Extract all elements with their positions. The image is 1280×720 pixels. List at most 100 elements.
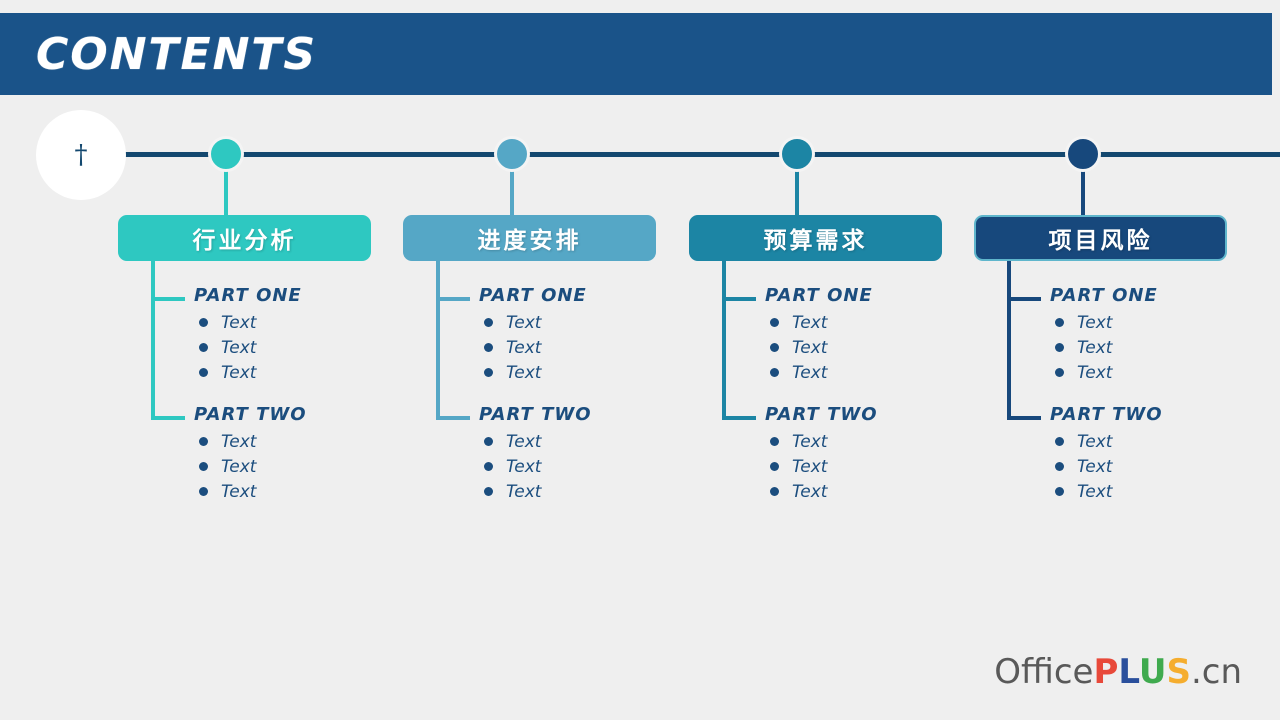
bullet-text: Text: [221, 431, 257, 452]
list-item[interactable]: Text: [194, 454, 424, 479]
list-item[interactable]: Text: [1050, 335, 1280, 360]
section-pill-label: 项目风险: [1048, 228, 1153, 254]
list-item[interactable]: Text: [1050, 454, 1280, 479]
section-pill-3[interactable]: 预算需求: [689, 215, 942, 261]
timeline-connector-1: [224, 168, 228, 218]
bullet-dot-icon: [1055, 437, 1064, 446]
bullet-text: Text: [506, 312, 542, 333]
page-title: CONTENTS: [36, 28, 318, 80]
tree-branch-stub-2: [436, 416, 470, 420]
tree-branch-stub-1: [151, 297, 185, 301]
bullet-dot-icon: [199, 487, 208, 496]
section-pill-4[interactable]: 项目风险: [974, 215, 1227, 261]
timeline-node-3[interactable]: [779, 136, 815, 172]
tree-branch-stub-1: [1007, 297, 1041, 301]
list-item[interactable]: Text: [765, 454, 995, 479]
tree-branch-stub-2: [722, 416, 756, 420]
logo-u-letter: U: [1138, 652, 1167, 692]
list-item[interactable]: Text: [194, 335, 424, 360]
bullet-text: Text: [1077, 362, 1113, 383]
bullet-text: Text: [1077, 481, 1113, 502]
bullet-dot-icon: [199, 437, 208, 446]
bullet-text: Text: [221, 456, 257, 477]
logo-l-letter: L: [1118, 652, 1139, 692]
bullet-dot-icon: [199, 462, 208, 471]
bullet-dot-icon: [770, 487, 779, 496]
bullet-dot-icon: [199, 318, 208, 327]
bullet-dot-icon: [484, 437, 493, 446]
bullet-text: Text: [792, 312, 828, 333]
list-item[interactable]: Text: [765, 429, 995, 454]
bullet-dot-icon: [484, 368, 493, 377]
list-item[interactable]: Text: [1050, 360, 1280, 385]
list-item[interactable]: Text: [1050, 310, 1280, 335]
list-item[interactable]: Text: [765, 310, 995, 335]
tree-vertical-line: [1007, 261, 1011, 419]
list-item[interactable]: Text: [479, 429, 709, 454]
part-title: PART ONE: [479, 285, 587, 306]
list-item[interactable]: Text: [194, 429, 424, 454]
list-item[interactable]: Text: [194, 310, 424, 335]
bullet-text: Text: [1077, 431, 1113, 452]
logo-s-letter: S: [1166, 652, 1191, 692]
timeline-start-badge: †: [36, 110, 126, 200]
tree-vertical-line: [722, 261, 726, 419]
bullet-text: Text: [221, 362, 257, 383]
bullet-text: Text: [506, 337, 542, 358]
list-item[interactable]: Text: [1050, 429, 1280, 454]
bullet-dot-icon: [484, 343, 493, 352]
part-title: PART TWO: [765, 404, 878, 425]
part-title: PART ONE: [194, 285, 302, 306]
bullet-text: Text: [1077, 312, 1113, 333]
section-pill-2[interactable]: 进度安排: [403, 215, 656, 261]
list-item[interactable]: Text: [479, 310, 709, 335]
bullet-dot-icon: [199, 368, 208, 377]
timeline-axis: [120, 152, 1280, 157]
bullet-text: Text: [221, 312, 257, 333]
timeline-connector-4: [1081, 168, 1085, 218]
tree-branch-stub-1: [722, 297, 756, 301]
list-item[interactable]: Text: [479, 335, 709, 360]
section-pill-1[interactable]: 行业分析: [118, 215, 371, 261]
list-item[interactable]: Text: [765, 479, 995, 504]
bullet-text: Text: [792, 456, 828, 477]
timeline-node-4[interactable]: [1065, 136, 1101, 172]
bullet-dot-icon: [199, 343, 208, 352]
bullet-dot-icon: [484, 462, 493, 471]
cross-icon: †: [74, 140, 88, 170]
tree-branch-stub-1: [436, 297, 470, 301]
list-item[interactable]: Text: [765, 360, 995, 385]
officeplus-logo: OfficePLUS.cn: [994, 652, 1242, 692]
list-item[interactable]: Text: [479, 454, 709, 479]
part-title: PART ONE: [1050, 285, 1158, 306]
header-bar: CONTENTS: [0, 13, 1272, 95]
list-item[interactable]: Text: [194, 479, 424, 504]
timeline-connector-2: [510, 168, 514, 218]
list-item[interactable]: Text: [479, 360, 709, 385]
bullet-text: Text: [792, 431, 828, 452]
bullet-dot-icon: [770, 437, 779, 446]
bullet-text: Text: [1077, 337, 1113, 358]
bullet-text: Text: [506, 431, 542, 452]
list-item[interactable]: Text: [194, 360, 424, 385]
list-item[interactable]: Text: [765, 335, 995, 360]
bullet-dot-icon: [484, 318, 493, 327]
bullet-text: Text: [792, 481, 828, 502]
section-pill-label: 行业分析: [192, 228, 297, 254]
bullet-text: Text: [792, 362, 828, 383]
timeline-node-2[interactable]: [494, 136, 530, 172]
logo-cn-suffix: .cn: [1190, 652, 1242, 692]
list-item[interactable]: Text: [479, 479, 709, 504]
timeline-node-1[interactable]: [208, 136, 244, 172]
bullet-text: Text: [506, 456, 542, 477]
list-item[interactable]: Text: [1050, 479, 1280, 504]
